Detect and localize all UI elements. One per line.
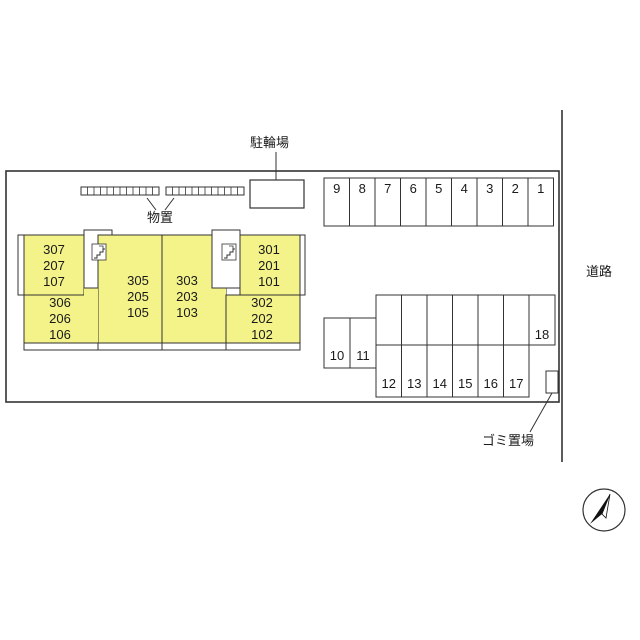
parking-label-12: 12 — [382, 376, 396, 391]
bicycle-parking-label: 駐輪場 — [250, 135, 289, 151]
parking-top-row: 9 8 7 6 5 4 3 2 1 — [323, 177, 554, 227]
parking-space-upper — [401, 294, 428, 346]
svg-text:303: 303 — [176, 273, 198, 288]
garbage-area — [545, 370, 559, 394]
svg-text:301: 301 — [258, 242, 280, 257]
svg-text:107: 107 — [43, 274, 65, 289]
unit-labels-d-top: 301 201 101 — [258, 242, 280, 289]
parking-label-9: 9 — [333, 181, 340, 196]
parking-label-3: 3 — [486, 181, 493, 196]
stairs-icon — [91, 243, 107, 261]
building: 307 207 107 306 206 106 305 205 105 303 … — [17, 229, 306, 351]
svg-text:305: 305 — [127, 273, 149, 288]
parking-label-1: 1 — [537, 181, 544, 196]
storage-label: 物置 — [147, 211, 173, 226]
svg-text:101: 101 — [258, 274, 280, 289]
parking-label-10: 10 — [330, 348, 344, 363]
parking-space-18 — [528, 294, 556, 346]
parking-space-upper — [375, 294, 402, 346]
site-boundary — [5, 170, 560, 403]
svg-text:106: 106 — [49, 327, 71, 342]
road-label: 道路 — [586, 264, 612, 280]
parking-space-1 — [527, 177, 554, 227]
parking-label-6: 6 — [410, 181, 417, 196]
unit-block-d-top — [239, 234, 301, 296]
svg-text:307: 307 — [43, 242, 65, 257]
parking-label-15: 15 — [458, 376, 472, 391]
parking-space-17 — [503, 344, 530, 398]
storage-shed-left — [80, 186, 160, 196]
svg-text:306: 306 — [49, 295, 71, 310]
storage-pointer-left — [146, 197, 157, 211]
parking-label-17: 17 — [509, 376, 523, 391]
unit-labels-b: 305 205 105 — [127, 273, 149, 320]
parking-left-pair: 10 11 — [323, 317, 377, 369]
north-arrow-icon — [582, 488, 626, 532]
svg-text:203: 203 — [176, 289, 198, 304]
stairs-icon — [221, 243, 237, 261]
garbage-label: ゴミ置場 — [482, 433, 534, 449]
svg-text:207: 207 — [43, 258, 65, 273]
parking-label-16: 16 — [484, 376, 498, 391]
svg-text:103: 103 — [176, 305, 198, 320]
svg-text:206: 206 — [49, 311, 71, 326]
garbage-pointer — [529, 392, 553, 433]
unit-block-a-top — [23, 234, 85, 296]
parking-space-upper — [452, 294, 479, 346]
parking-label-7: 7 — [384, 181, 391, 196]
parking-space-upper — [503, 294, 530, 346]
unit-block-d-bottom — [225, 294, 301, 344]
bicycle-parking-area — [249, 179, 305, 209]
parking-label-2: 2 — [512, 181, 519, 196]
unit-labels-a-top: 307 207 107 — [43, 242, 65, 289]
svg-text:205: 205 — [127, 289, 149, 304]
parking-label-5: 5 — [435, 181, 442, 196]
parking-label-14: 14 — [433, 376, 447, 391]
parking-space-upper — [426, 294, 453, 346]
unit-labels-a-bottom: 306 206 106 — [49, 295, 71, 342]
svg-text:202: 202 — [251, 311, 273, 326]
parking-label-13: 13 — [407, 376, 421, 391]
storage-pointer-right — [164, 197, 175, 211]
parking-space-upper — [477, 294, 504, 346]
unit-block-c-corner — [212, 288, 226, 343]
svg-text:105: 105 — [127, 305, 149, 320]
unit-labels-c: 303 203 103 — [176, 273, 198, 320]
parking-bottom-row: 12 13 14 15 16 17 — [375, 294, 530, 398]
parking-label-11: 11 — [356, 348, 370, 363]
unit-block-b-corner — [84, 288, 98, 343]
parking-label-8: 8 — [359, 181, 366, 196]
parking-label-4: 4 — [461, 181, 468, 196]
parking-label-18: 18 — [535, 327, 549, 342]
storage-shed-right — [165, 186, 245, 196]
svg-text:302: 302 — [251, 295, 273, 310]
unit-labels-d-bottom: 302 202 102 — [251, 295, 273, 342]
svg-text:201: 201 — [258, 258, 280, 273]
svg-text:102: 102 — [251, 327, 273, 342]
